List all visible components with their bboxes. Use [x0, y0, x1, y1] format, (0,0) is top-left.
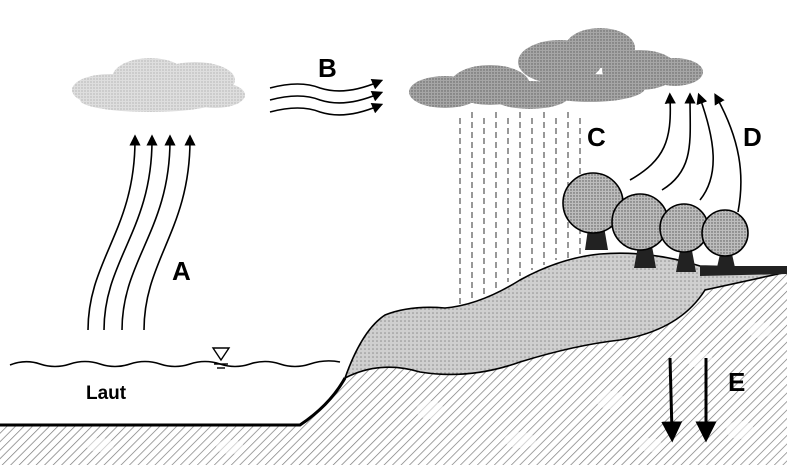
infiltration-arrows — [661, 357, 717, 443]
label-e: E — [728, 367, 746, 397]
transpiration-arrows — [629, 92, 742, 213]
cloud-left — [72, 58, 245, 112]
rain-lines — [459, 112, 581, 305]
cloud-rain — [409, 28, 703, 109]
water-level-icon — [211, 347, 231, 369]
label-sea: Laut — [86, 383, 127, 404]
label-a: A — [172, 256, 191, 286]
trees — [562, 172, 749, 272]
underground-light-spots — [86, 322, 772, 454]
wind-arrows — [269, 79, 384, 116]
label-d: D — [743, 122, 762, 152]
label-c: C — [587, 122, 606, 152]
sea-surface — [9, 360, 341, 368]
coast-line — [0, 377, 347, 427]
underground-soil — [345, 272, 787, 465]
seabed — [0, 378, 345, 465]
evaporation-arrows — [87, 134, 196, 331]
label-b: B — [318, 53, 337, 83]
